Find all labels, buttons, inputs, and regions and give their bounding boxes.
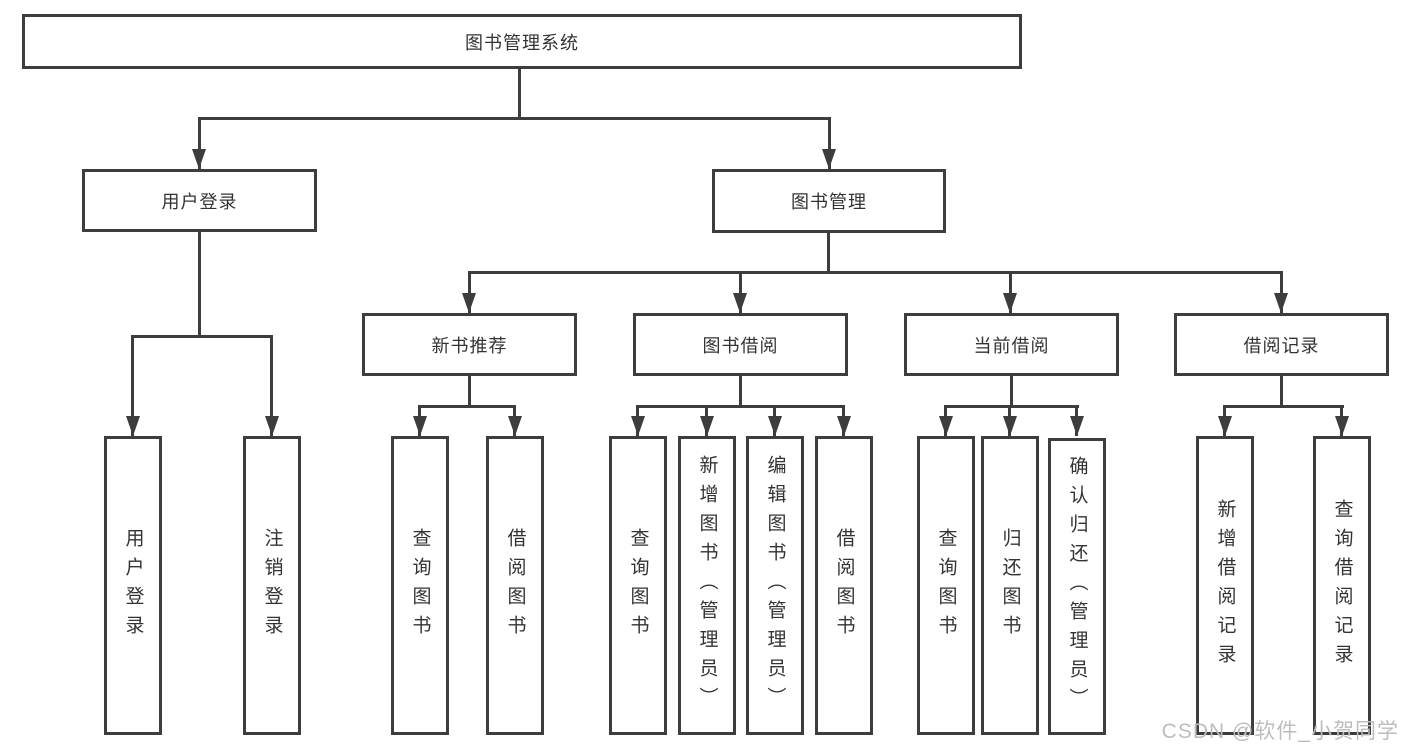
node-book-management: 图书管理 <box>712 169 946 233</box>
arrowhead-icon <box>265 416 279 436</box>
leaf-borrow-books-recommend: 借阅图书 <box>486 436 544 735</box>
connector-line <box>1280 271 1283 313</box>
node-library-management-system: 图书管理系统 <box>22 14 1022 69</box>
connector-line <box>468 271 471 313</box>
leaf-query-books-current: 查询图书 <box>917 436 975 735</box>
arrowhead-icon <box>822 149 836 169</box>
connector-line <box>468 376 471 405</box>
arrowhead-icon <box>462 293 476 313</box>
node-current-borrow: 当前借阅 <box>904 313 1119 376</box>
leaf-query-books-recommend: 查询图书 <box>391 436 449 735</box>
connector-line <box>198 117 831 120</box>
connector-line <box>1223 405 1344 408</box>
node-book-borrow: 图书借阅 <box>633 313 848 376</box>
leaf-add-books-admin: 新增图书（管理员） <box>678 436 736 735</box>
connector-line <box>1010 376 1013 405</box>
leaf-borrow-books: 借阅图书 <box>815 436 873 735</box>
connector-line <box>198 117 201 169</box>
leaf-logout: 注销登录 <box>243 436 301 735</box>
leaf-confirm-return-admin: 确认归还（管理员） <box>1048 438 1106 735</box>
leaf-edit-books-admin: 编辑图书（管理员） <box>746 436 804 735</box>
leaf-query-borrow-record: 查询借阅记录 <box>1313 436 1371 735</box>
arrowhead-icon <box>1003 416 1017 436</box>
connector-line <box>739 376 742 405</box>
connector-line <box>198 232 201 335</box>
connector-line <box>468 271 1281 274</box>
arrowhead-icon <box>1070 416 1084 436</box>
connector-line <box>739 271 742 313</box>
arrowhead-icon <box>1274 293 1288 313</box>
leaf-user-login: 用户登录 <box>104 436 162 735</box>
connector-line <box>1009 271 1012 313</box>
arrowhead-icon <box>413 416 427 436</box>
arrowhead-icon <box>768 416 782 436</box>
arrowhead-icon <box>1003 293 1017 313</box>
arrowhead-icon <box>837 416 851 436</box>
arrowhead-icon <box>192 149 206 169</box>
connector-line <box>131 335 134 436</box>
node-borrow-records: 借阅记录 <box>1174 313 1389 376</box>
arrowhead-icon <box>1335 416 1349 436</box>
arrowhead-icon <box>939 416 953 436</box>
connector-line <box>1280 376 1283 405</box>
connector-line <box>518 69 521 117</box>
arrowhead-icon <box>508 416 522 436</box>
connector-line <box>636 405 845 408</box>
arrowhead-icon <box>631 416 645 436</box>
connector-line <box>828 117 831 169</box>
node-user-login: 用户登录 <box>82 169 317 232</box>
connector-line <box>944 405 1079 408</box>
leaf-return-books: 归还图书 <box>981 436 1039 735</box>
connector-line <box>827 233 830 271</box>
leaf-query-books-borrow: 查询图书 <box>609 436 667 735</box>
arrowhead-icon <box>700 416 714 436</box>
node-new-book-recommend: 新书推荐 <box>362 313 577 376</box>
connector-line <box>133 335 273 338</box>
csdn-watermark: CSDN @软件_小贺同学 <box>1161 720 1399 743</box>
arrowhead-icon <box>733 293 747 313</box>
arrowhead-icon <box>126 416 140 436</box>
leaf-add-borrow-record: 新增借阅记录 <box>1196 436 1254 735</box>
connector-line <box>418 405 516 408</box>
connector-line <box>270 335 273 436</box>
arrowhead-icon <box>1218 416 1232 436</box>
